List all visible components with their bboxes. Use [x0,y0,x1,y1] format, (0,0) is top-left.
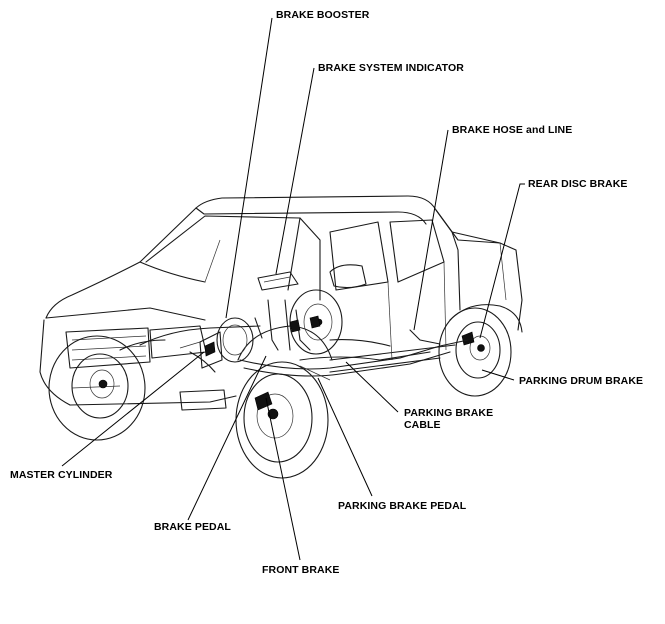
label-parking-drum-brake: PARKING DRUM BRAKE [519,375,643,387]
front-left-wheel [48,335,146,441]
label-brake-system-indicator: BRAKE SYSTEM INDICATOR [318,62,464,74]
label-master-cylinder: MASTER CYLINDER [10,469,113,481]
label-front-brake: FRONT BRAKE [262,564,340,576]
brake-booster-unit [179,317,254,373]
label-rear-disc-brake: REAR DISC BRAKE [528,178,628,190]
label-brake-hose-and-line: BRAKE HOSE and LINE [452,124,572,136]
label-parking-brake-pedal: PARKING BRAKE PEDAL [338,500,467,512]
truck-body [39,195,523,411]
label-parking-brake-cable-line1: PARKING BRAKE [404,407,493,419]
leader-lines [61,17,525,561]
front-right-wheel [235,361,329,479]
brake-lines [119,299,469,381]
rear-right-wheel [438,307,512,397]
label-brake-pedal: BRAKE PEDAL [154,521,231,533]
label-parking-brake-cable-line2: CABLE [404,419,441,431]
brake-system-indicator-unit [257,271,299,291]
label-brake-booster: BRAKE BOOSTER [276,9,370,21]
callout-labels: BRAKE BOOSTER BRAKE SYSTEM INDICATOR BRA… [10,9,643,576]
